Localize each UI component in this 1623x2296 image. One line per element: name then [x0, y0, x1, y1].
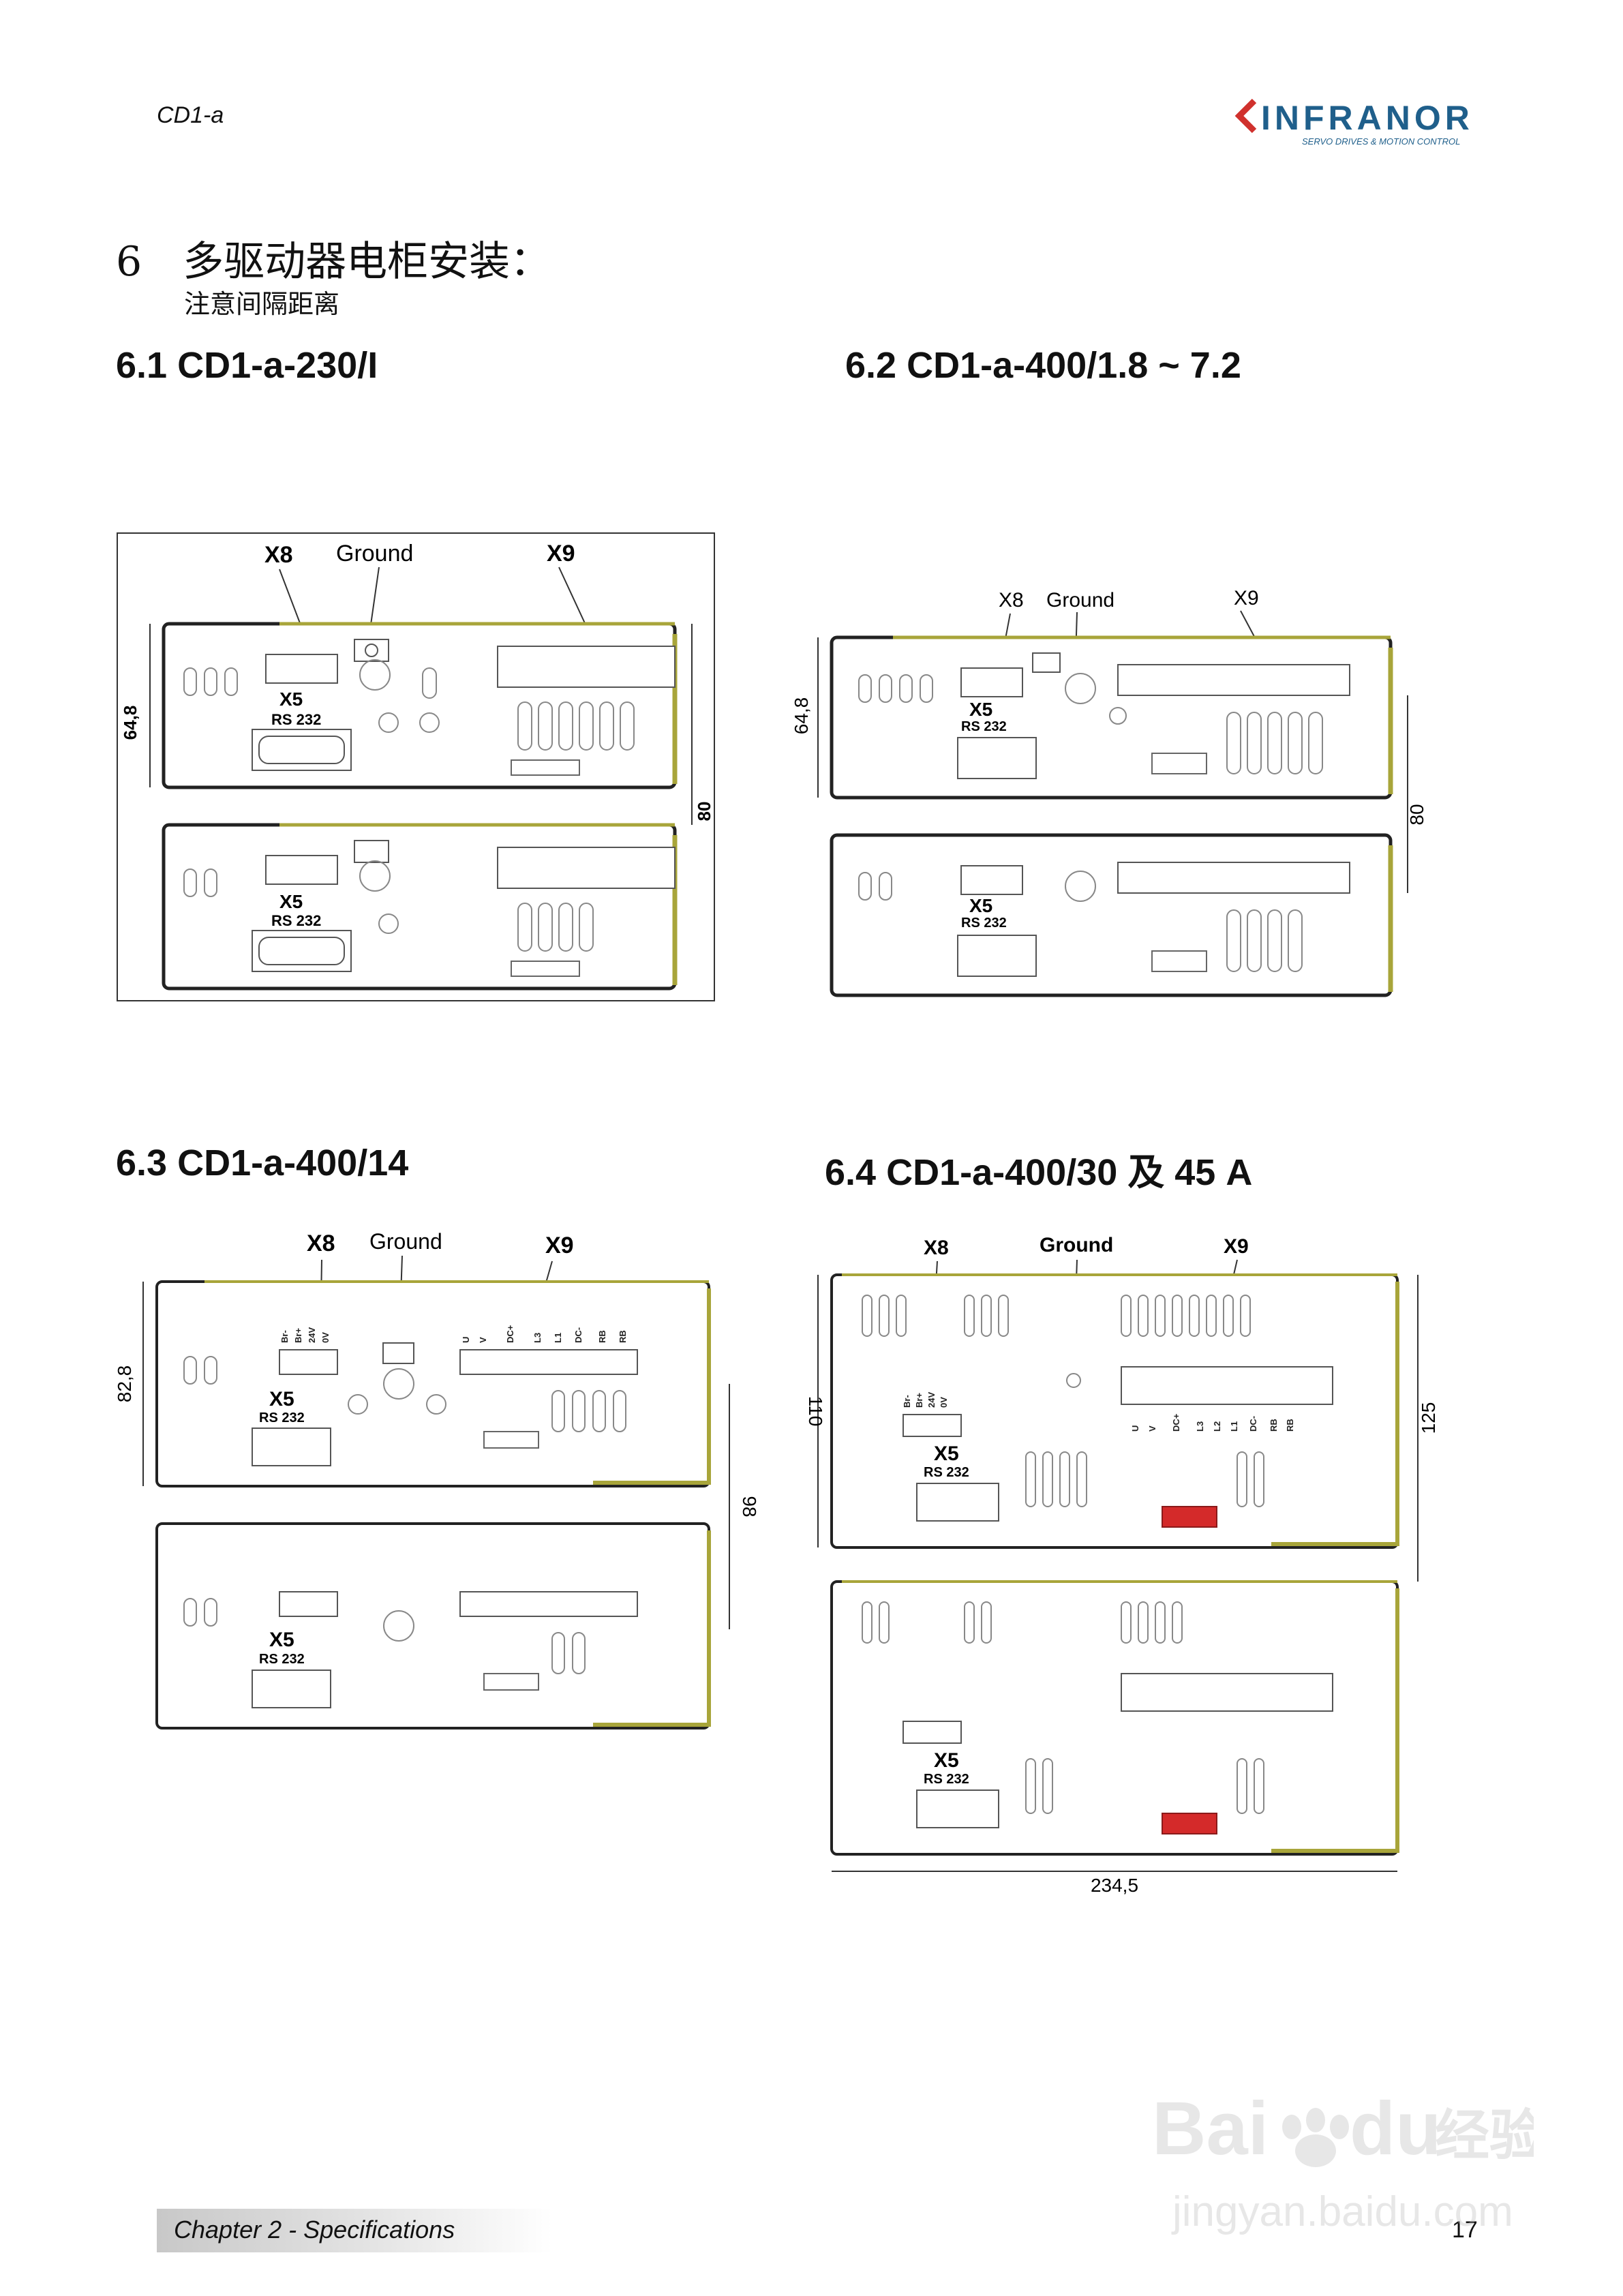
- paw-icon: [1282, 2108, 1349, 2167]
- ground-label: Ground: [336, 541, 413, 567]
- x5-label: X5: [279, 689, 303, 710]
- rs232-label-2: RS 232: [259, 1652, 305, 1667]
- x8-label: X8: [924, 1237, 949, 1259]
- x8-pin-3: 0V: [320, 1332, 331, 1343]
- x9-pin-3: L3: [1195, 1421, 1205, 1432]
- x9-label: X9: [547, 541, 575, 567]
- dip-switch-2: [1162, 1813, 1217, 1834]
- drive-unit-bottom: X5 RS 232: [162, 823, 678, 991]
- rs232-label-2: RS 232: [271, 912, 321, 929]
- dim-height: 82,8: [116, 1365, 135, 1403]
- x9-pin-4: L2: [1212, 1421, 1222, 1432]
- x8-pin-1: Br+: [914, 1393, 924, 1408]
- ground-label: Ground: [1040, 1234, 1113, 1256]
- logo-wordmark: INFRANOR: [1261, 99, 1474, 137]
- logo-tagline: SERVO DRIVES & MOTION CONTROL: [1302, 136, 1460, 147]
- x9-pin-1: V: [478, 1337, 488, 1343]
- x8-pin-3: 0V: [939, 1397, 949, 1408]
- watermark-brand: Bai: [1152, 2087, 1269, 2171]
- x9-label: X9: [1234, 587, 1259, 609]
- figure-6-1: X8 Ground X9 X5 RS 232: [116, 532, 716, 1002]
- x5-label-2: X5: [279, 891, 303, 912]
- x9-pin-2: DC+: [505, 1325, 515, 1343]
- x9-pin-6: DC-: [1248, 1416, 1258, 1432]
- x8-pin-1: Br+: [293, 1328, 303, 1343]
- x9-pin-3: L3: [532, 1333, 543, 1343]
- section-number: 6: [116, 238, 142, 286]
- section-title-text: 多驱动器电柜安装：: [183, 238, 551, 286]
- x8-pin-0: Br-: [902, 1395, 912, 1408]
- x5-label: X5: [269, 1388, 294, 1410]
- rs232-label-2: RS 232: [924, 1772, 969, 1787]
- x5-label-2: X5: [969, 895, 992, 916]
- page-number: 17: [1452, 2217, 1478, 2243]
- x9-pin-5: L1: [1229, 1421, 1239, 1432]
- dim-height: 64,8: [120, 706, 140, 740]
- x9-pin-2: DC+: [1171, 1413, 1181, 1432]
- figure-heading-6-1: 6.1 CD1-a-230/I: [116, 345, 378, 386]
- x9-pin-8: RB: [1285, 1419, 1295, 1432]
- drive-unit-top: X5 RS 232: [830, 635, 1393, 800]
- drive-unit-top: Br- Br+ 24V 0V X5 RS 232 U V DC+ L3 L1 D…: [155, 1280, 711, 1487]
- figure-heading-6-3: 6.3 CD1-a-400/14: [116, 1143, 409, 1183]
- drive-unit-top: Br- Br+ 24V 0V X5 RS 232 U V DC+ L3 L2 L…: [830, 1273, 1399, 1549]
- rs232-label: RS 232: [271, 711, 321, 728]
- logo-chevron-icon: [1234, 98, 1257, 134]
- x9-pin-7: RB: [618, 1330, 628, 1343]
- rs232-label: RS 232: [259, 1410, 305, 1425]
- section-note: 注意间隔距离: [184, 289, 340, 319]
- dim-spacing: 98: [739, 1496, 760, 1517]
- dim-spacing: 80: [694, 802, 714, 821]
- x8-pin-2: 24V: [926, 1392, 937, 1408]
- baidu-watermark: Bai du 经验 jingyan.baidu.com: [1152, 2079, 1544, 2256]
- x9-pin-4: L1: [553, 1333, 563, 1343]
- dim-height: 64,8: [791, 697, 812, 735]
- x9-pin-0: U: [1130, 1425, 1140, 1432]
- drive-unit-bottom: X5 RS 232: [830, 1580, 1399, 1856]
- figure-6-4: X8 Ground X9 Br- Br+ 24V 0V X5 RS 232 U …: [801, 1227, 1448, 1902]
- figure-heading-6-4: 6.4 CD1-a-400/30 及 45 A: [825, 1152, 1253, 1193]
- section-title: 6 多驱动器电柜安装：: [116, 228, 551, 288]
- x8-pin-0: Br-: [279, 1330, 290, 1343]
- figure-6-3: X8 Ground X9 Br- Br+ 24V 0V X5 RS 232 U …: [116, 1220, 763, 1738]
- watermark-brand-2: du: [1350, 2087, 1441, 2171]
- x8-label: X8: [999, 589, 1024, 611]
- ground-label: Ground: [369, 1229, 442, 1254]
- dim-width: 234,5: [1091, 1875, 1138, 1896]
- footer-chapter: Chapter 2 - Specifications: [174, 2216, 455, 2244]
- rs232-label: RS 232: [924, 1465, 969, 1480]
- drive-unit-bottom: X5 RS 232: [830, 833, 1393, 997]
- watermark-url: jingyan.baidu.com: [1171, 2188, 1513, 2235]
- dim-spacing: 80: [1406, 804, 1427, 825]
- dim-spacing: 125: [1418, 1402, 1439, 1434]
- ground-label: Ground: [1046, 589, 1114, 611]
- x9-pin-1: V: [1147, 1425, 1157, 1432]
- x5-label-2: X5: [934, 1749, 959, 1772]
- x9-label: X9: [1224, 1235, 1249, 1258]
- rs232-label-2: RS 232: [961, 916, 1007, 931]
- rs232-label: RS 232: [961, 719, 1007, 734]
- footer-bar: [157, 2209, 552, 2252]
- x8-label: X8: [307, 1230, 335, 1256]
- x8-pin-2: 24V: [307, 1327, 317, 1343]
- figure-heading-6-2: 6.2 CD1-a-400/1.8 ~ 7.2: [845, 345, 1241, 386]
- x8-label: X8: [264, 542, 293, 568]
- figure-6-2: X8 Ground X9 X5 RS 232: [791, 579, 1445, 1016]
- x5-label-2: X5: [269, 1629, 294, 1651]
- x9-pin-5: DC-: [573, 1327, 583, 1343]
- watermark-product: 经验: [1435, 2105, 1534, 2166]
- x9-pin-7: RB: [1269, 1419, 1279, 1432]
- x9-pin-0: U: [461, 1337, 471, 1343]
- x9-label: X9: [545, 1233, 574, 1258]
- infranor-logo: INFRANOR SERVO DRIVES & MOTION CONTROL: [1234, 95, 1486, 150]
- x5-label: X5: [969, 699, 992, 720]
- drive-unit-bottom: X5 RS 232: [155, 1522, 711, 1729]
- figure-frame: [117, 532, 715, 1001]
- document-code: CD1-a: [157, 102, 224, 128]
- dim-height: 110: [805, 1396, 826, 1427]
- dip-switch: [1162, 1506, 1217, 1528]
- x9-pin-6: RB: [597, 1330, 607, 1343]
- drive-unit-top: X5 RS 232: [162, 622, 678, 789]
- x5-label: X5: [934, 1442, 959, 1465]
